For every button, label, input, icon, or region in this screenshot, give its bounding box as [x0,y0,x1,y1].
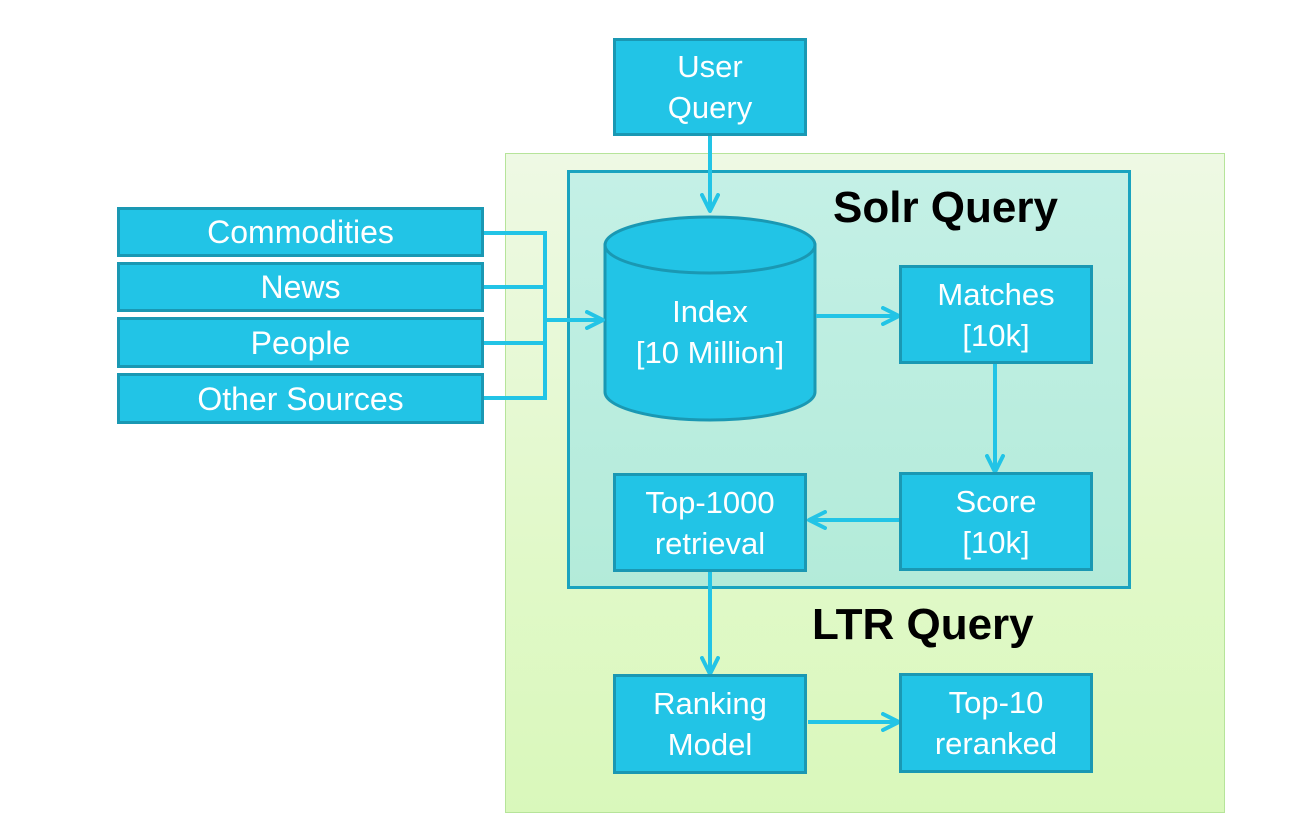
source-people: People [117,317,484,368]
index-cylinder [603,215,817,422]
ranking-model-node: Ranking Model [613,674,807,774]
ltr-query-heading: LTR Query [812,600,1034,649]
index-label: Index [10 Million] [635,294,785,370]
source-news: News [117,262,484,312]
top1000-retrieval-node: Top-1000 retrieval [613,473,807,572]
source-other-sources: Other Sources [117,373,484,424]
user-query-node: User Query [613,38,807,136]
sources-bus [484,231,547,400]
top10-reranked-node: Top-10 reranked [899,673,1093,773]
score-node: Score [10k] [899,472,1093,571]
matches-node: Matches [10k] [899,265,1093,364]
solr-query-heading: Solr Query [833,183,1058,232]
source-commodities: Commodities [117,207,484,257]
